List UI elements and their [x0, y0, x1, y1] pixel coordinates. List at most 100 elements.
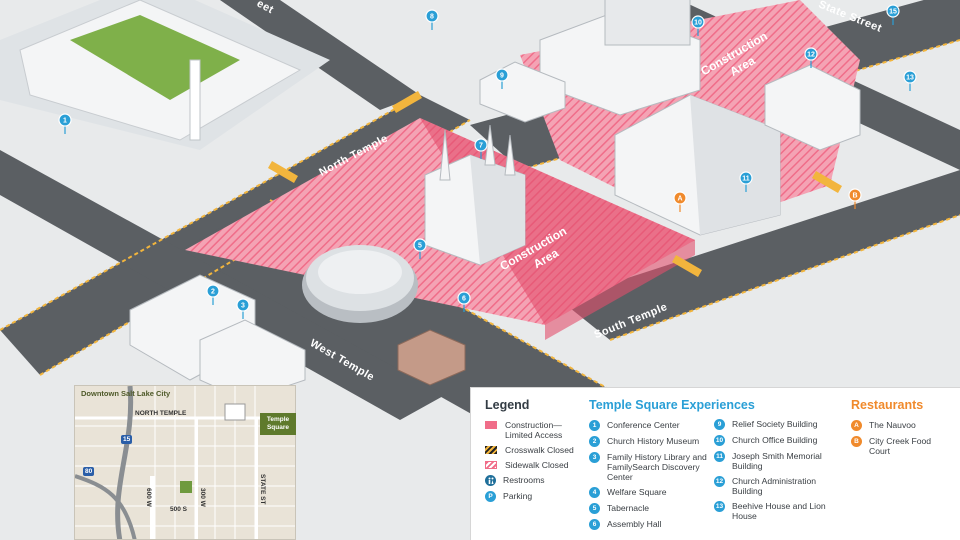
restaurants-title: Restaurants — [851, 398, 924, 412]
experience-number-badge: 1 — [589, 420, 600, 431]
experience-pin-1[interactable]: 1 — [58, 113, 72, 134]
legend-item-label: Construction— Limited Access — [505, 420, 563, 440]
inset-street-grid — [75, 386, 295, 539]
restaurant-label: City Creek Food Court — [869, 436, 932, 456]
experience-label: Relief Society Building — [732, 419, 818, 429]
conference-center-block — [0, 0, 330, 150]
experience-pin-13[interactable]: 13 — [903, 70, 917, 91]
experience-pin-10[interactable]: 10 — [691, 15, 705, 36]
legend-item: Restrooms — [485, 475, 595, 486]
parking-icon: P — [485, 491, 496, 502]
experience-label: Tabernacle — [607, 503, 650, 513]
salt-lake-temple — [424, 124, 526, 266]
experience-label: Joseph Smith Memorial Building — [732, 451, 822, 471]
joseph-smith-memorial-building — [614, 94, 781, 236]
experience-number-badge: 9 — [714, 419, 725, 430]
inset-500s: 500 S — [170, 506, 187, 513]
inset-i15: 15 — [121, 435, 133, 444]
experience-pin-3[interactable]: 3 — [236, 298, 250, 319]
experience-pin-9[interactable]: 9 — [495, 68, 509, 89]
experience-number-badge: 3 — [589, 452, 600, 463]
tabernacle-dome — [302, 245, 418, 323]
experience-pin-6[interactable]: 6 — [457, 291, 471, 312]
restaurant-item: B City Creek Food Court — [851, 436, 951, 456]
legend-item: Construction— Limited Access — [485, 420, 595, 440]
locator-inset-map: Downtown Salt Lake City NORTH TEMPLE 500… — [74, 385, 296, 540]
legend-swatch-cross — [485, 446, 497, 454]
restaurant-pin-A[interactable]: A — [673, 191, 687, 212]
experience-item: 13 Beehive House and Lion House — [714, 501, 839, 521]
inset-north-temple: NORTH TEMPLE — [135, 410, 187, 417]
legend-item-label: Sidewalk Closed — [505, 460, 569, 470]
experience-label: Church Office Building — [732, 435, 818, 445]
restaurant-pin-A-label: A — [677, 196, 682, 203]
experience-pin-12-label: 12 — [807, 52, 815, 59]
restaurant-letter-badge: A — [851, 420, 862, 431]
experience-label: Family History Library and FamilySearch … — [607, 452, 707, 482]
restaurant-pin-B-label: B — [852, 193, 857, 200]
legend-item-label: Restrooms — [503, 475, 545, 485]
experience-pin-6-label: 6 — [462, 296, 466, 303]
experience-pin-3-label: 3 — [241, 303, 245, 310]
restaurant-label: The Nauvoo — [869, 420, 916, 430]
inset-state: STATE ST — [259, 474, 266, 505]
experience-pin-8[interactable]: 8 — [425, 9, 439, 30]
legend-title: Legend — [485, 398, 530, 412]
inset-title: Downtown Salt Lake City — [81, 389, 171, 398]
experience-pin-15-label: 15 — [889, 9, 897, 16]
legend-swatch-side — [485, 461, 497, 469]
experience-number-badge: 12 — [714, 476, 725, 487]
experiences-title: Temple Square Experiences — [589, 398, 755, 412]
experience-number-badge: 2 — [589, 436, 600, 447]
experience-number-badge: 5 — [589, 503, 600, 514]
experience-item: 11 Joseph Smith Memorial Building — [714, 451, 839, 471]
experience-number-badge: 13 — [714, 501, 725, 512]
experience-item: 3 Family History Library and FamilySearch… — [589, 452, 714, 482]
inset-temple-square-badge: Temple Square — [260, 413, 296, 435]
experience-number-badge: 4 — [589, 487, 600, 498]
experience-label: Beehive House and Lion House — [732, 501, 826, 521]
experience-pin-7[interactable]: 7 — [474, 138, 488, 159]
closed-crosswalks — [268, 91, 842, 277]
experience-pin-2-label: 2 — [211, 289, 215, 296]
experience-item: 4 Welfare Square — [589, 487, 714, 498]
experience-label: Church Administration Building — [732, 476, 817, 496]
restaurant-letter-badge: B — [851, 436, 862, 447]
experience-number-badge: 11 — [714, 451, 725, 462]
experience-label: Conference Center — [607, 420, 680, 430]
experience-number-badge: 10 — [714, 435, 725, 446]
experience-item: 2 Church History Museum — [589, 436, 714, 447]
experience-item: 9 Relief Society Building — [714, 419, 839, 430]
experience-pin-15[interactable]: 15 — [886, 4, 900, 25]
inset-600w: 600 W — [145, 488, 152, 507]
experience-label: Welfare Square — [607, 487, 667, 497]
church-office-building — [539, 0, 701, 116]
assembly-hall — [397, 329, 466, 386]
experience-pin-7-label: 7 — [479, 143, 483, 150]
experience-pin-5[interactable]: 5 — [413, 238, 427, 259]
inset-300w: 300 W — [199, 488, 206, 507]
experience-item: 10 Church Office Building — [714, 435, 839, 446]
experience-pin-8-label: 8 — [430, 14, 434, 21]
experience-pin-2[interactable]: 2 — [206, 284, 220, 305]
inset-i80: 80 — [83, 467, 95, 476]
legend-swatch-pink — [485, 421, 497, 429]
experience-pin-5-label: 5 — [418, 243, 422, 250]
experience-label: Church History Museum — [607, 436, 700, 446]
legend-item-label: Crosswalk Closed — [505, 445, 574, 455]
restaurant-item: A The Nauvoo — [851, 420, 951, 431]
restaurant-pin-B[interactable]: B — [848, 188, 862, 209]
experience-pin-11[interactable]: 11 — [739, 171, 753, 192]
experience-pin-1-label: 1 — [63, 118, 67, 125]
experience-pin-12[interactable]: 12 — [804, 47, 818, 68]
church-administration-building — [764, 64, 861, 151]
experience-item: 1 Conference Center — [589, 420, 714, 431]
experience-label: Assembly Hall — [607, 519, 662, 529]
experiences-column-1: Temple Square Experiences 1 Conference Ce… — [589, 398, 755, 535]
